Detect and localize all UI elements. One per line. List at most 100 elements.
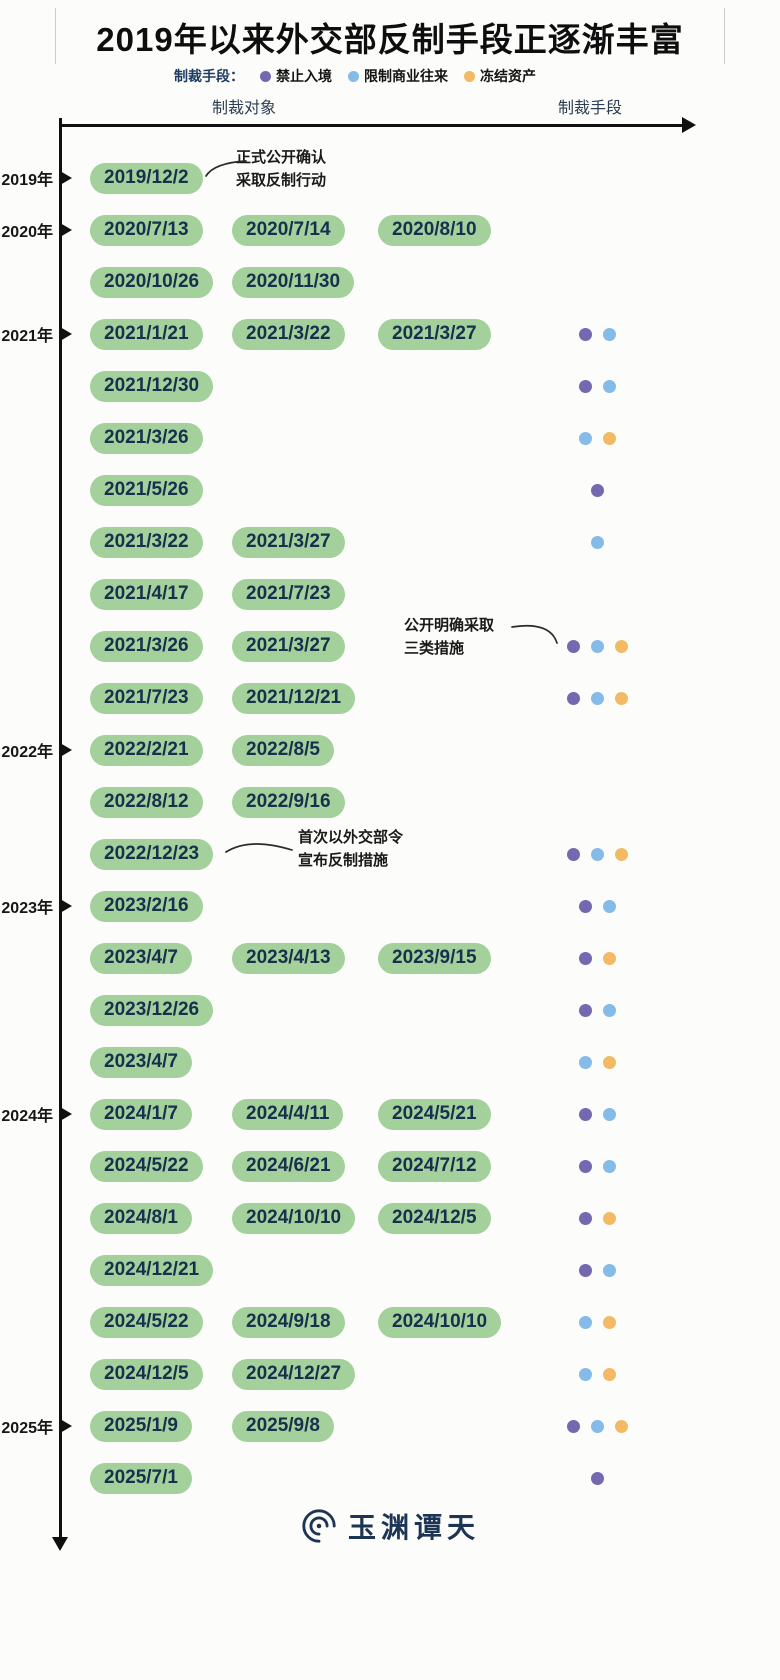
business-limit-dot <box>591 691 604 705</box>
business-limit-dot <box>579 1367 592 1381</box>
year-label: 2025年 <box>1 1420 53 1437</box>
entry-ban-dot <box>579 1211 592 1225</box>
date-pill: 2025/1/9 <box>90 1410 192 1442</box>
business-limit-dot <box>579 431 592 445</box>
asset-freeze-dot <box>603 1315 616 1329</box>
date-pills: 2024/12/21 <box>90 1254 540 1286</box>
business-limit-dot <box>603 899 616 913</box>
measure-dots <box>540 639 655 653</box>
y-axis-arrow-icon <box>52 1537 68 1551</box>
date-pill: 2022/9/16 <box>232 786 345 818</box>
date-pill: 2022/2/21 <box>90 734 203 766</box>
measure-dots <box>540 1471 655 1485</box>
date-pill: 2022/12/23 <box>90 838 214 870</box>
timeline-row: 2025/7/1 <box>0 1452 780 1504</box>
annotation-line: 三类措施 <box>404 640 465 657</box>
business-limit-dot <box>579 1055 592 1069</box>
year-marker-icon <box>60 171 72 185</box>
date-pill: 2020/7/13 <box>90 214 203 246</box>
date-pill: 2024/5/22 <box>90 1306 203 1338</box>
year-label: 2019年 <box>1 172 53 189</box>
asset-freeze-dot <box>603 951 616 965</box>
entry-ban-dot <box>567 1419 580 1433</box>
date-pill: 2022/8/12 <box>90 786 203 818</box>
business-limit-dot <box>603 1263 616 1277</box>
date-pill: 2023/12/26 <box>90 994 214 1026</box>
asset-freeze-dot-icon <box>464 70 475 82</box>
annotation-mfa-decree: 首次以外交部令 宣布反制措施 <box>298 826 403 872</box>
brand-logo-text: 玉渊谭天 <box>347 1511 480 1544</box>
year-marker-icon <box>60 743 72 757</box>
business-limit-dot <box>603 327 616 341</box>
date-pill: 2021/3/27 <box>378 318 491 350</box>
year-marker-icon <box>60 1419 72 1433</box>
date-pill: 2024/5/21 <box>378 1098 491 1130</box>
timeline-row: 2021/3/26 <box>0 412 780 464</box>
asset-freeze-dot <box>603 431 616 445</box>
date-pills: 2023/12/26 <box>90 994 540 1026</box>
date-pill: 2021/3/22 <box>232 318 345 350</box>
measure-dots <box>540 535 655 549</box>
annotation-line: 正式公开确认 <box>236 149 327 166</box>
date-pill: 2021/12/30 <box>90 370 214 402</box>
timeline-row: 2022/12/23 <box>0 828 780 880</box>
entry-ban-dot <box>591 1471 604 1485</box>
timeline-row: 2021/5/26 <box>0 464 780 516</box>
date-pill: 2024/10/10 <box>378 1306 502 1338</box>
business-limit-dot <box>603 379 616 393</box>
measure-dots <box>540 1315 655 1329</box>
date-pill: 2024/7/12 <box>378 1150 491 1182</box>
measure-dots <box>540 483 655 497</box>
date-pill: 2021/3/26 <box>90 422 203 454</box>
year-zone: 2025年 <box>0 1414 84 1438</box>
entry-ban-dot <box>579 1107 592 1121</box>
asset-freeze-dot <box>615 639 628 653</box>
date-pill: 2024/12/21 <box>90 1254 214 1286</box>
date-pill: 2023/9/15 <box>378 942 491 974</box>
timeline-row: 2021/12/30 <box>0 360 780 412</box>
date-pill: 2024/5/22 <box>90 1150 203 1182</box>
measure-dots <box>540 1159 655 1173</box>
entry-ban-dot <box>579 379 592 393</box>
year-zone: 2021年 <box>0 322 84 346</box>
annotation-three-measures: 公开明确采取 三类措施 <box>404 614 494 660</box>
date-pill: 2024/6/21 <box>232 1150 345 1182</box>
year-zone: 2020年 <box>0 218 84 242</box>
entry-ban-dot <box>591 483 604 497</box>
entry-ban-dot <box>579 327 592 341</box>
timeline-row: 2022/8/12 2022/9/16 <box>0 776 780 828</box>
entry-ban-dot-icon <box>260 70 271 82</box>
timeline-row: 2025年 2025/1/9 2025/9/8 <box>0 1400 780 1452</box>
asset-freeze-dot <box>603 1367 616 1381</box>
date-pills: 2023/4/7 <box>90 1046 540 1078</box>
column-header-measures: 制裁手段 <box>558 100 623 117</box>
date-pills: 2022/12/23 <box>90 838 540 870</box>
date-pill: 2025/9/8 <box>232 1410 334 1442</box>
title-frame-line-right <box>724 8 725 64</box>
year-marker-icon <box>60 327 72 341</box>
title-frame-line-left <box>55 8 56 64</box>
date-pill: 2023/4/13 <box>232 942 345 974</box>
measure-dots <box>540 899 655 913</box>
business-limit-dot <box>591 847 604 861</box>
measure-dots <box>540 327 655 341</box>
year-label: 2021年 <box>1 328 53 345</box>
asset-freeze-dot <box>603 1211 616 1225</box>
annotation-line: 公开明确采取 <box>404 617 495 634</box>
date-pill: 2020/8/10 <box>378 214 491 246</box>
business-limit-dot <box>591 535 604 549</box>
